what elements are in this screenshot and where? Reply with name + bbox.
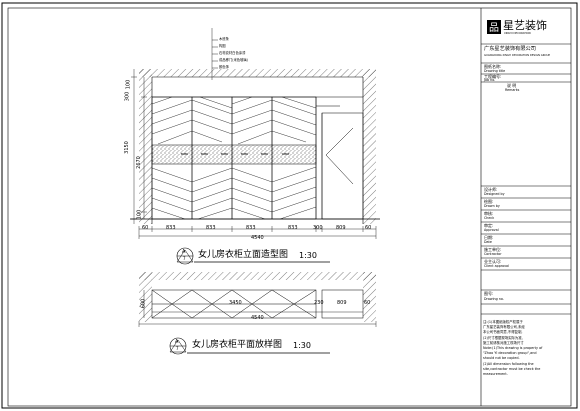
- note-line: site,contractor must be check the: [483, 366, 541, 371]
- field-remarks: 说 明: [507, 83, 517, 88]
- dim-w-5: 300: [313, 225, 323, 231]
- note-line: measurement.: [483, 372, 508, 377]
- plan-dim-gap: 230: [314, 300, 324, 306]
- note-line: 本公司书面同意,不得复制,: [483, 330, 523, 335]
- field-date-en: Date: [484, 240, 492, 244]
- plan-dim-right-panel: 809: [337, 300, 347, 306]
- company-logo-en: XINGYI DECORATION: [504, 32, 531, 35]
- company-name-cn: 广东星艺装饰有限公司: [484, 46, 536, 52]
- dim-w-2: 833: [206, 225, 216, 231]
- callout-1: 木底条: [219, 37, 229, 41]
- plan-dim-depth: 600: [140, 298, 147, 309]
- plan-title: 女儿房衣柜平面放样图: [192, 340, 283, 350]
- dim-w-7: 60: [365, 225, 372, 231]
- note-line: (2)All dimension following the: [483, 361, 534, 366]
- note-line: should not be copied.: [483, 356, 520, 361]
- svg-text:品: 品: [489, 22, 499, 34]
- drawing-frame: [7, 7, 572, 407]
- elevation-symbol-top: A: [182, 249, 186, 255]
- dim-total-width: 4540: [251, 235, 264, 241]
- field-approval: 审定:: [484, 223, 494, 228]
- side-cabinet: [315, 97, 364, 220]
- note-line: 注:(1)本图纸版权产权属于: [483, 320, 523, 324]
- field-drawing-no: 图号:: [484, 291, 494, 296]
- elevation-vertical-dims: [131, 69, 147, 224]
- callout-3: 石材纹材白色涂漆: [219, 51, 246, 55]
- plan-symbol-top: A: [175, 339, 179, 345]
- note-line: "Zhao YI decoration group",and: [483, 351, 537, 356]
- callout-5: 颜色饰: [219, 65, 229, 69]
- field-designer-en: Designed by: [484, 192, 505, 196]
- plan-title-symbol: [169, 337, 330, 355]
- field-date: 日期:: [484, 235, 494, 240]
- callout-2: 构图: [219, 44, 226, 48]
- plan-wall-right: [363, 272, 376, 322]
- field-client-approval-en: Client approval: [484, 264, 509, 268]
- field-contractor-en: Contractor: [484, 252, 502, 256]
- note-line: 广东星艺装饰有限公司,未经: [483, 325, 525, 330]
- wall-hatch-right: [363, 69, 376, 224]
- field-drawing-title: 图纸名称:: [484, 64, 502, 69]
- dim-height-total: 3150: [123, 141, 130, 154]
- wall-hatch-left: [139, 69, 152, 224]
- company-logo-mark: 品: [487, 20, 501, 34]
- dim-top-300: 300: [124, 91, 131, 102]
- elevation-title-symbol: [176, 247, 330, 265]
- dim-w-6: 809: [336, 225, 346, 231]
- elevation-symbol-bottom: 7: [183, 256, 186, 261]
- plan-wall-back: [139, 272, 376, 280]
- dim-height-upper: 2670: [135, 156, 142, 169]
- field-job-no: 工程编号:: [484, 74, 502, 79]
- field-contractor: 施工单位:: [484, 247, 502, 252]
- field-check: 审核:: [484, 211, 494, 216]
- callout-4: 成品移门(米色玻璃): [219, 58, 248, 62]
- stone-band: [151, 144, 317, 165]
- dim-height-lower: 100: [136, 209, 143, 220]
- dim-top-100: 100: [125, 79, 132, 90]
- field-drawn: 绘图:: [484, 199, 494, 204]
- plan-wardrobe: [151, 289, 364, 319]
- dim-w-4: 833: [288, 225, 298, 231]
- plan-symbol-bottom: 7: [176, 346, 179, 351]
- note-line: 施工前请核对施工现场尺寸: [483, 340, 524, 345]
- field-check-en: Check: [484, 216, 495, 220]
- titleblock-notes: 注:(1)本图纸版权产权属于 广东星艺装饰有限公司,未经 本公司书面同意,不得复…: [483, 320, 569, 377]
- plan-dim-total-width: 4540: [251, 315, 264, 321]
- plan-scale: 1:30: [293, 341, 311, 350]
- field-drawing-no-en: Drawing no.: [484, 297, 504, 301]
- company-logo-text: 星艺装饰: [503, 19, 547, 32]
- field-approval-en: Approval: [484, 228, 499, 232]
- elevation-horizontal-dims: [138, 226, 377, 239]
- field-client-approval: 业主认可:: [484, 259, 502, 264]
- plan-dim-door-span: 3450: [229, 300, 242, 306]
- note-line: (2)尺寸根据现场实际为准,: [483, 335, 523, 340]
- dim-w-3: 833: [246, 225, 256, 231]
- field-job-no-en: Job no.: [484, 78, 496, 82]
- plan-dim-right-end: 60: [364, 300, 371, 306]
- dim-w-1: 833: [166, 225, 176, 231]
- elevation-scale: 1:30: [299, 251, 317, 260]
- company-name-en: GUANGDONG XINGYI DECORATION DESIGN GROUP: [484, 54, 551, 57]
- field-drawing-title-en: Drawing title: [484, 69, 506, 73]
- titleblock-frame: [480, 8, 571, 406]
- plan-wall-left: [139, 272, 152, 322]
- field-designer: 设计师:: [484, 187, 498, 192]
- callout-leaders: [211, 28, 218, 80]
- wall-hatch-top: [139, 69, 376, 77]
- elevation-title: 女儿房衣柜立面造型图: [198, 250, 289, 260]
- dim-w-0: 60: [142, 225, 149, 231]
- field-remarks-en: Remarks: [505, 88, 520, 92]
- note-line: Note:(1)This drawing is property of: [483, 346, 543, 351]
- field-drawn-en: Drawn by: [484, 204, 500, 208]
- plan-dims: [138, 290, 377, 327]
